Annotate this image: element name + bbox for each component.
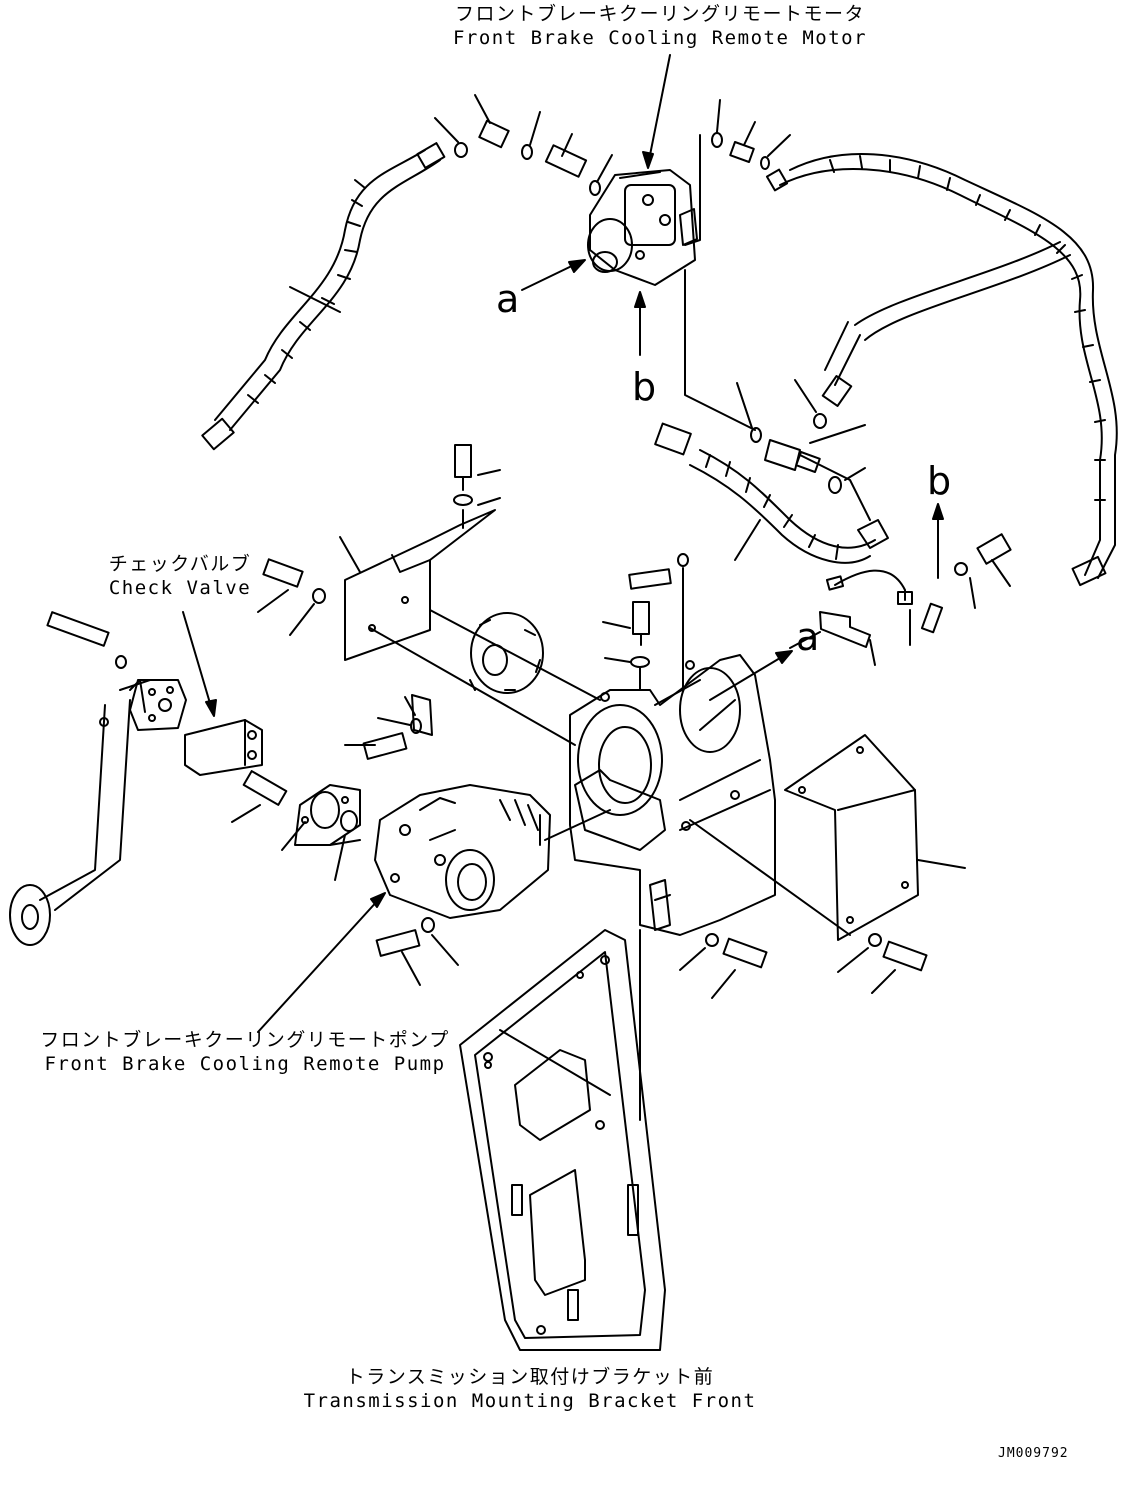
arrow-check-valve-head — [206, 700, 216, 716]
hose-upper-right — [767, 154, 1117, 585]
arrow-pump-label — [258, 898, 380, 1032]
hose-lower-middle — [655, 380, 888, 563]
arrow-b-top-head — [635, 292, 645, 307]
drawing-code: JM009792 — [998, 1446, 1069, 1461]
arrow-motor-head — [643, 152, 653, 168]
label-remote-pump-jp: フロントブレーキクーリングリモートポンプ — [40, 1029, 450, 1051]
arrow-b-right-head — [933, 504, 943, 519]
callout-a-mid: a — [796, 615, 820, 659]
label-check-valve: チェックバルブ Check Valve — [90, 552, 270, 600]
transmission-mounting-bracket — [460, 930, 665, 1350]
arrow-a-top-head — [569, 260, 585, 272]
bolts-pump-bottom — [377, 918, 458, 985]
remote-motor — [588, 170, 697, 285]
arrow-pump-head — [371, 893, 385, 907]
bolts-middle — [603, 554, 688, 690]
callout-b-right: b — [927, 459, 952, 503]
callout-b-top: b — [632, 365, 657, 409]
leader-hose-lower — [735, 520, 760, 560]
label-transmission-bracket-jp: トランスミッション取付けブラケット前 — [345, 1366, 715, 1388]
label-check-valve-en: Check Valve — [108, 577, 252, 599]
arrow-a-mid — [710, 655, 785, 700]
label-transmission-bracket-en: Transmission Mounting Bracket Front — [303, 1390, 757, 1412]
label-remote-pump: フロントブレーキクーリングリモートポンプ Front Brake Cooling… — [40, 1028, 450, 1076]
arrow-a-mid-ext — [790, 632, 820, 648]
remote-pump — [375, 785, 550, 918]
hose-upper-left — [202, 143, 444, 449]
label-remote-pump-en: Front Brake Cooling Remote Pump — [44, 1053, 446, 1075]
pump-flange — [232, 695, 432, 880]
cover-plate-right — [785, 735, 965, 940]
alignment-lines — [330, 610, 850, 1120]
arrow-motor-label — [648, 55, 670, 165]
check-valve — [185, 720, 262, 775]
pipe-left — [10, 612, 186, 945]
callout-a-top: a — [496, 277, 520, 321]
label-remote-motor: フロントブレーキクーリングリモートモータ Front Brake Cooling… — [440, 2, 880, 50]
arrow-a-mid-head — [776, 651, 792, 663]
label-check-valve-jp: チェックバルブ — [108, 553, 252, 575]
bolts-left-bracket — [258, 559, 325, 635]
motor-connector-lines — [685, 135, 870, 520]
label-remote-motor-en: Front Brake Cooling Remote Motor — [452, 27, 868, 49]
bolts-lower-right — [680, 934, 927, 998]
arrow-check-valve — [183, 612, 212, 710]
leader-hose-left — [290, 287, 340, 312]
sensor-and-bracket-right — [820, 534, 1011, 665]
label-transmission-bracket: トランスミッション取付けブラケット前 Transmission Mounting… — [300, 1365, 760, 1413]
gearbox-housing — [570, 655, 775, 935]
coupling-disc — [470, 613, 543, 693]
label-remote-motor-jp: フロントブレーキクーリングリモートモータ — [454, 3, 865, 25]
motor-fittings — [435, 95, 790, 195]
bracket-plate-top — [340, 445, 500, 660]
